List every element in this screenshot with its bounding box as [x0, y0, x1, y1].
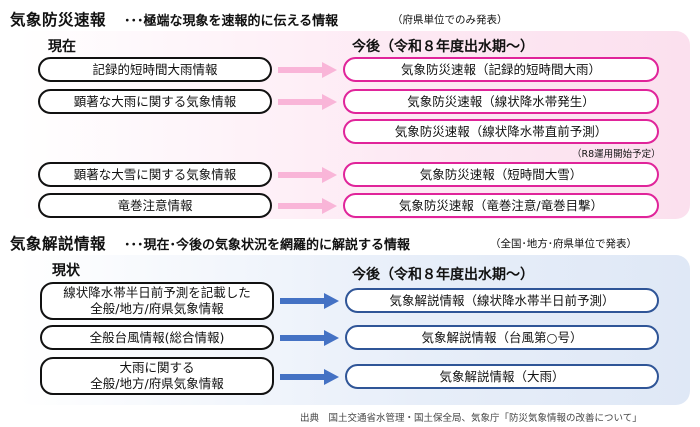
- future-item-commentary-linear-rainband: 気象解説情報（線状降水帯半日前予測）: [345, 288, 659, 313]
- arrow-icon: [278, 167, 337, 183]
- section2-note: （全国･地方･府県単位で発表）: [490, 238, 637, 250]
- current-item-heavy-rain-info: 顕著な大雨に関する気象情報: [38, 89, 272, 114]
- arrow-icon: [280, 293, 339, 309]
- arrow-icon: [280, 369, 339, 385]
- current-item-heavy-snow-info: 顕著な大雪に関する気象情報: [38, 162, 272, 187]
- section1-description: ･･･極端な現象を速報的に伝える情報: [124, 14, 339, 29]
- section2-current-heading: 現状: [52, 263, 80, 279]
- arrow-icon: [278, 94, 337, 110]
- section1-note: （府県単位でのみ発表）: [392, 14, 508, 26]
- section1-future-heading: 今後（令和８年度出水期～）: [352, 39, 534, 55]
- section2-future-heading: 今後（令和８年度出水期～）: [352, 267, 534, 283]
- current-item-tornado-alert: 竜巻注意情報: [38, 193, 272, 218]
- future-item-commentary-heavy-rain: 気象解説情報（大雨）: [345, 364, 659, 389]
- future-item-tornado: 気象防災速報（竜巻注意/竜巻目撃）: [343, 193, 659, 218]
- arrow-icon: [278, 62, 337, 78]
- future-item-short-heavy-snow: 気象防災速報（短時間大雪）: [343, 162, 659, 187]
- section1-title: 気象防災速報: [10, 11, 107, 29]
- current-item-short-heavy-rain: 記録的短時間大雨情報: [38, 57, 272, 82]
- future-item-linear-rainband-forecast: 気象防災速報（線状降水帯直前予測）: [343, 119, 659, 144]
- future-note: （R8運用開始予定）: [572, 149, 661, 160]
- arrow-icon: [278, 198, 337, 214]
- section1-current-heading: 現在: [48, 39, 76, 55]
- source-footer: 出典 国土交通省水管理・国土保全局、気象庁「防災気象情報の改善について」: [300, 413, 642, 424]
- current-item-typhoon-info: 全般台風情報(総合情報): [40, 325, 274, 350]
- future-item-commentary-typhoon: 気象解説情報（台風第○号）: [345, 325, 659, 350]
- section2-title: 気象解説情報: [10, 235, 107, 253]
- future-item-linear-rainband-occurrence: 気象防災速報（線状降水帯発生）: [343, 89, 659, 114]
- future-item-short-heavy-rain: 気象防災速報（記録的短時間大雨）: [343, 57, 659, 82]
- arrow-icon: [280, 330, 339, 346]
- current-item-linear-rainband-halfday: 線状降水帯半日前予測を記載した 全般/地方/府県気象情報: [40, 282, 274, 320]
- current-item-heavy-rain-general: 大雨に関する 全般/地方/府県気象情報: [40, 357, 274, 395]
- section2-description: ･･･現在･今後の気象状況を網羅的に解説する情報: [124, 238, 411, 253]
